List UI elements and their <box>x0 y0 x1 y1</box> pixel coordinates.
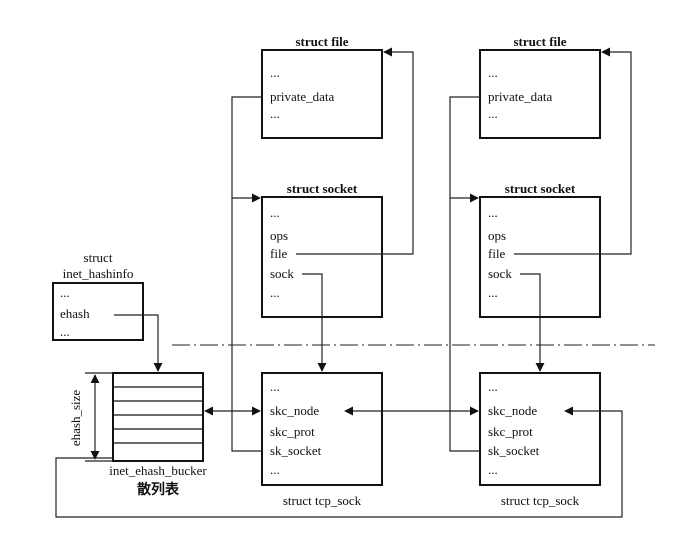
bucket-caption: 散列表 <box>137 481 180 498</box>
socket-left-row-4: ... <box>270 285 280 300</box>
file-left-row-2: ... <box>270 106 280 121</box>
tcp-right-box <box>479 372 601 486</box>
socket-right-row-0: ... <box>488 205 498 220</box>
file-left-row-0: ... <box>270 65 280 80</box>
bucket-loop-to-right-skc-node-arrow <box>55 406 623 518</box>
ehash-to-bucket-arrow <box>114 314 163 372</box>
tcp-left-title: struct tcp_sock <box>283 493 362 508</box>
hashinfo-title-line1: struct <box>84 250 113 265</box>
tcp-sock-struct-left: ... skc_node skc_prot sk_socket ... stru… <box>261 372 383 508</box>
file-struct-right: struct file ... private_data ... <box>479 34 601 139</box>
bucket-box <box>112 372 204 462</box>
left-socket-file-to-file-arrow <box>296 47 414 255</box>
file-right-row-0: ... <box>488 65 498 80</box>
file-right-box <box>479 49 601 139</box>
right-socket-file-to-file-arrow <box>514 47 632 255</box>
inet-hashinfo-struct: struct inet_hashinfo ... ehash ... <box>52 250 144 341</box>
file-left-title: struct file <box>295 34 348 49</box>
tcp-right-row-4: ... <box>488 462 498 477</box>
tcp-left-row-sk-socket: sk_socket <box>270 443 322 458</box>
socket-left-row-file: file <box>270 246 288 261</box>
file-left-row-private-data: private_data <box>270 89 334 104</box>
tcp-left-row-4: ... <box>270 462 280 477</box>
left-sock-to-tcp-arrow <box>302 273 327 372</box>
tcp-right-row-sk-socket: sk_socket <box>488 443 540 458</box>
socket-right-row-4: ... <box>488 285 498 300</box>
tcp-right-row-skc-node: skc_node <box>488 403 537 418</box>
tcp-right-title: struct tcp_sock <box>501 493 580 508</box>
ehash-size-label: ehash_size <box>68 390 83 447</box>
tcp-left-row-0: ... <box>270 379 280 394</box>
left-sk-socket-link <box>231 198 262 452</box>
tcp-sock-struct-right: ... skc_node skc_prot sk_socket ... stru… <box>479 372 601 508</box>
hashinfo-row-ellipsis-top: ... <box>60 285 70 300</box>
socket-right-row-file: file <box>488 246 506 261</box>
hashinfo-title-line2: inet_hashinfo <box>63 266 134 281</box>
socket-struct-right: struct socket ... ops file sock ... <box>479 181 601 318</box>
socket-left-row-0: ... <box>270 205 280 220</box>
tcp-left-row-skc-node: skc_node <box>270 403 319 418</box>
right-sock-to-tcp-arrow <box>520 273 545 372</box>
hashinfo-row-ellipsis-bottom: ... <box>60 324 70 339</box>
ehash-bucket-table: inet_ehash_bucker 散列表 <box>109 372 207 498</box>
left-private-data-to-socket-arrow <box>231 96 262 203</box>
file-struct-left: struct file ... private_data ... <box>261 34 383 139</box>
socket-left-row-ops: ops <box>270 228 288 243</box>
socket-right-row-ops: ops <box>488 228 506 243</box>
socket-right-title: struct socket <box>505 181 576 196</box>
socket-left-title: struct socket <box>287 181 358 196</box>
socket-right-row-sock: sock <box>488 266 512 281</box>
right-sk-socket-link <box>449 198 480 452</box>
file-right-row-private-data: private_data <box>488 89 552 104</box>
tcp-right-row-0: ... <box>488 379 498 394</box>
tcp-right-row-skc-prot: skc_prot <box>488 424 533 439</box>
right-private-data-to-socket-arrow <box>449 96 480 203</box>
socket-left-row-sock: sock <box>270 266 294 281</box>
file-right-title: struct file <box>513 34 566 49</box>
file-left-box <box>261 49 383 139</box>
hashinfo-box <box>52 282 144 341</box>
bucket-label: inet_ehash_bucker <box>109 463 207 478</box>
hashinfo-row-ehash: ehash <box>60 306 90 321</box>
tcp-left-row-skc-prot: skc_prot <box>270 424 315 439</box>
ehash-size-dimension: ehash_size <box>68 372 113 462</box>
file-right-row-2: ... <box>488 106 498 121</box>
tcp-left-box <box>261 372 383 486</box>
